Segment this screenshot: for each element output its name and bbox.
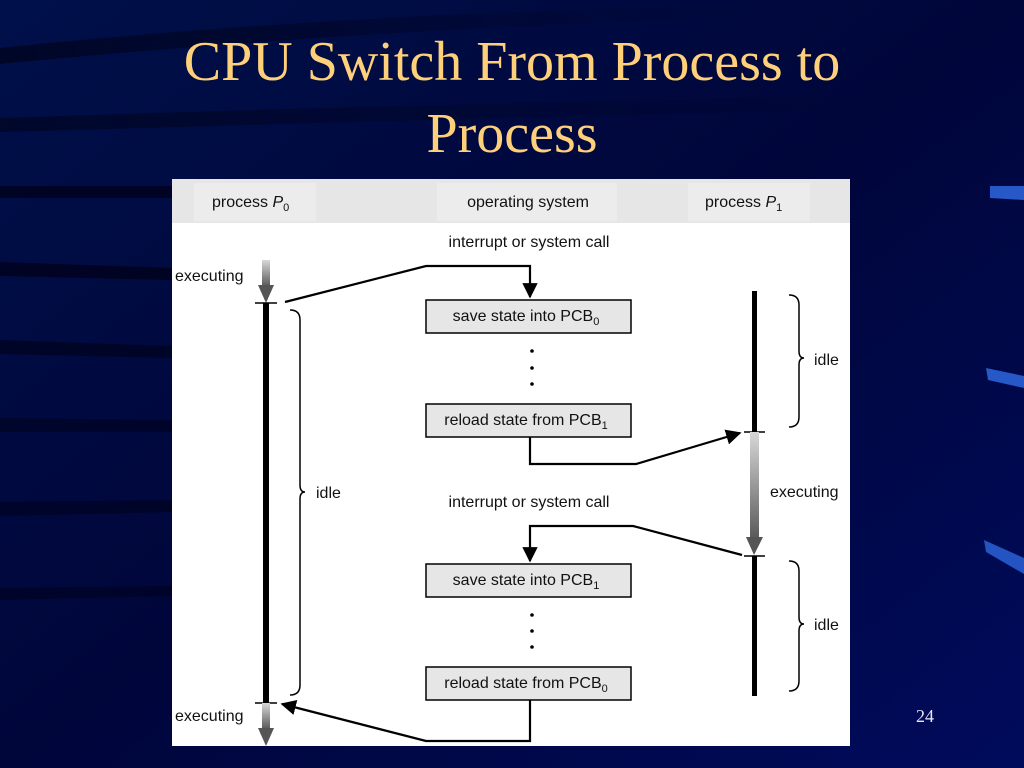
slide-title-line-2: Process	[426, 103, 598, 165]
slide-title-line-1: CPU Switch From Process to	[183, 31, 841, 93]
dot	[530, 366, 534, 370]
arrow-p1-to-save-pcb1	[522, 524, 743, 563]
box-reload-state-pcb0-text: reload state from PCB	[444, 675, 601, 692]
p1-idle-brace-top	[788, 294, 805, 428]
box-reload-state-pcb1-label: reload state from PCB1	[444, 412, 608, 432]
interrupt-label-2: interrupt or system call	[449, 494, 610, 511]
p0-executing-bar-bottom	[262, 703, 270, 729]
p0-timeline	[255, 260, 306, 746]
page-number: 24	[916, 706, 934, 726]
header-process-p1: process P1	[705, 194, 782, 214]
p0-idle-line	[263, 303, 269, 703]
dot	[530, 645, 534, 649]
p0-idle-label: idle	[316, 485, 341, 502]
slide-title: CPU Switch From Process to Process	[0, 26, 1024, 170]
p0-executing-arrowhead-top	[258, 285, 274, 303]
box-reload-state-pcb0-frame	[425, 666, 632, 701]
p1-idle-label-top: idle	[814, 352, 839, 369]
box-save-state-pcb1: save state into PCB1	[425, 563, 632, 598]
arrow-reload-pcb1-to-p1	[528, 429, 742, 466]
p0-idle-brace	[289, 309, 306, 696]
p1-executing-label: executing	[770, 484, 839, 501]
header-p1-prefix: process	[705, 194, 765, 211]
header-p0-subscript: 0	[283, 202, 289, 214]
p1-idle-line-bottom	[752, 556, 757, 696]
box-save-state-pcb0-label: save state into PCB0	[453, 308, 600, 328]
dot	[530, 613, 534, 617]
p1-idle-label-bottom: idle	[814, 617, 839, 634]
p0-executing-label-bottom: executing	[175, 708, 244, 725]
header-p0-prefix: process	[212, 194, 272, 211]
diagram-panel	[172, 179, 850, 746]
p0-executing-bar-top	[262, 260, 270, 286]
box-reload-state-pcb1-subscript: 1	[602, 420, 608, 432]
interrupt-label-1: interrupt or system call	[449, 234, 610, 251]
ellipsis-dots-top	[530, 349, 534, 386]
box-save-state-pcb1-label: save state into PCB1	[453, 572, 600, 592]
dot	[530, 349, 534, 353]
p1-idle-brace-bottom	[788, 560, 805, 692]
box-save-state-pcb0: save state into PCB0	[425, 299, 632, 334]
header-operating-system: operating system	[467, 194, 589, 211]
box-reload-state-pcb0-label: reload state from PCB0	[444, 675, 608, 695]
box-reload-state-pcb1: reload state from PCB1	[425, 403, 632, 438]
dot	[530, 629, 534, 633]
box-save-state-pcb0-text: save state into PCB	[453, 308, 594, 325]
box-reload-state-pcb0: reload state from PCB0	[425, 666, 632, 701]
box-save-state-pcb1-frame	[425, 563, 632, 598]
p1-executing-bar	[750, 432, 759, 538]
p0-executing-label-top: executing	[175, 268, 244, 285]
box-save-state-pcb0-subscript: 0	[593, 316, 599, 328]
ellipsis-dots-bottom	[530, 613, 534, 649]
box-save-state-pcb0-frame	[425, 299, 632, 334]
p0-executing-arrowhead-bottom	[258, 728, 274, 746]
p1-executing-arrowhead	[746, 537, 763, 555]
box-save-state-pcb1-text: save state into PCB	[453, 572, 594, 589]
header-os-cell	[437, 183, 617, 221]
arrow-reload-pcb0-to-p0	[280, 699, 532, 743]
p1-idle-line-top	[752, 291, 757, 432]
box-reload-state-pcb1-frame	[425, 403, 632, 438]
header-p0-letter: P	[272, 194, 283, 211]
box-reload-state-pcb1-text: reload state from PCB	[444, 412, 601, 429]
header-process-p0: process P0	[212, 194, 289, 214]
box-save-state-pcb1-subscript: 1	[593, 580, 599, 592]
header-p1-letter: P	[765, 194, 776, 211]
dot	[530, 382, 534, 386]
header-p1-cell	[688, 183, 810, 221]
arrow-p0-to-save-pcb0	[284, 264, 538, 304]
header-row: process P0 operating system process P1	[172, 179, 850, 223]
p1-timeline	[744, 291, 805, 696]
box-reload-state-pcb0-subscript: 0	[602, 683, 608, 695]
header-p0-cell	[194, 183, 316, 221]
header-p1-subscript: 1	[776, 202, 782, 214]
context-switch-diagram: process P0 operating system process P1 e…	[172, 179, 850, 746]
